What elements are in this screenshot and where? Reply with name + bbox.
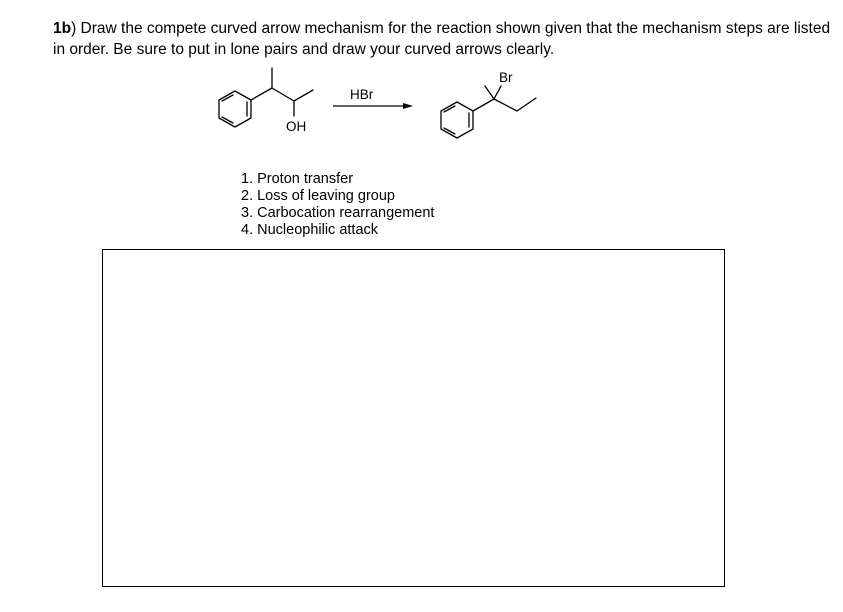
- question-number: 1b: [53, 20, 72, 37]
- product-structure: [440, 85, 537, 139]
- reactant-ring-double-bond: [221, 116, 234, 124]
- product-ring-double-bond: [443, 105, 456, 113]
- question-text: ) Draw the compete curved arrow mechanis…: [53, 20, 831, 58]
- reagent-label: HBr: [350, 87, 374, 102]
- product-benzene-ring: [440, 101, 474, 139]
- product-side-chain: [472, 97, 537, 112]
- reactant-oh-label: OH: [286, 119, 306, 134]
- mechanism-step: 1. Proton transfer: [241, 171, 354, 187]
- reaction-scheme: OH HBr Br: [218, 67, 537, 139]
- product-c-br-bond: [493, 85, 502, 100]
- mechanism-step: 3. Carbocation rearrangement: [241, 205, 435, 221]
- reactant-ring-double-bond: [221, 94, 234, 102]
- reactant-structure: [218, 67, 314, 128]
- answer-drawing-area[interactable]: [102, 249, 725, 587]
- mechanism-step: 2. Loss of leaving group: [241, 188, 395, 204]
- reactant-side-chain: [250, 87, 314, 102]
- product-br-label: Br: [499, 70, 513, 85]
- mechanism-steps-list: 1. Proton transfer 2. Loss of leaving gr…: [241, 171, 434, 239]
- product-ring-double-bond: [443, 127, 456, 135]
- reaction-arrow-head: [403, 103, 413, 109]
- question-prompt: 1b) Draw the compete curved arrow mechan…: [53, 18, 833, 60]
- product-methyl-branch: [484, 85, 495, 100]
- reactant-benzene-ring: [218, 90, 252, 128]
- mechanism-step: 4. Nucleophilic attack: [241, 222, 379, 238]
